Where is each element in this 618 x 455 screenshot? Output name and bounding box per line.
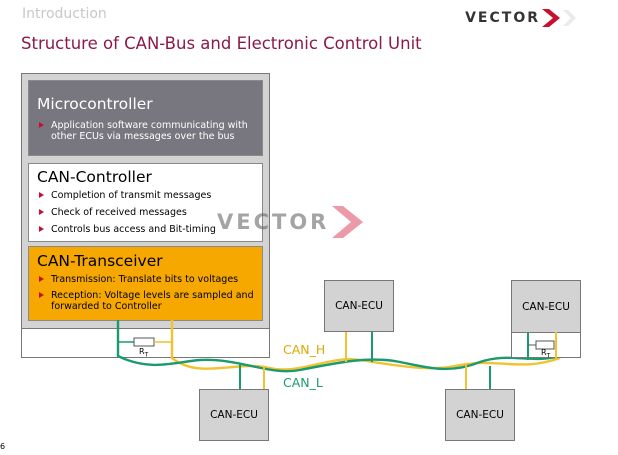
can-transceiver-title: CAN-Transceiver	[37, 252, 163, 270]
can-l-label: CAN_L	[283, 375, 323, 390]
microcontroller-title: Microcontroller	[37, 95, 153, 113]
can-ecu-node-top: CAN-ECU	[324, 280, 394, 332]
can-ecu-node-bottom-right: CAN-ECU	[445, 389, 515, 441]
can-transceiver-block: CAN-Transceiver Transmission: Translate …	[28, 246, 263, 321]
page-number: 6	[0, 442, 6, 451]
section-label: Introduction	[22, 6, 107, 22]
bullet-item: Completion of transmit messages	[37, 190, 262, 201]
bullet-item: Application software communicating with …	[37, 120, 262, 142]
watermark-chevron-icon	[332, 206, 364, 238]
logo-chevron-icon	[542, 9, 560, 27]
slide-title: Structure of CAN-Bus and Electronic Cont…	[21, 34, 422, 53]
resistor-left	[133, 337, 155, 347]
can-h-label: CAN_H	[283, 342, 326, 357]
right-resistor-wiring	[527, 332, 557, 358]
resistor-label-left: RT	[139, 347, 149, 359]
microcontroller-block: Microcontroller Application software com…	[28, 80, 263, 156]
bullet-item: Controls bus access and Bit-timing	[37, 224, 262, 235]
resistor-label-right: RT	[541, 348, 551, 360]
bullet-item: Transmission: Translate bits to voltages	[37, 274, 262, 285]
vector-logo: VECTOR	[465, 8, 578, 28]
bullet-item: Reception: Voltage levels are sampled an…	[37, 290, 262, 312]
logo-fade-chevron-icon	[563, 10, 576, 26]
watermark-text: VECTOR	[217, 210, 330, 234]
can-controller-title: CAN-Controller	[37, 168, 152, 186]
vector-watermark: VECTOR	[217, 204, 367, 240]
bullet-item: Check of received messages	[37, 207, 262, 218]
can-ecu-node-bottom-left: CAN-ECU	[199, 389, 269, 441]
microcontroller-bullets: Application software communicating with …	[37, 120, 262, 142]
can-controller-bullets: Completion of transmit messages Check of…	[37, 190, 262, 235]
can-l-wire	[116, 320, 561, 373]
can-transceiver-bullets: Transmission: Translate bits to voltages…	[37, 274, 262, 312]
logo-text: VECTOR	[465, 10, 540, 26]
can-controller-block: CAN-Controller Completion of transmit me…	[28, 163, 263, 242]
